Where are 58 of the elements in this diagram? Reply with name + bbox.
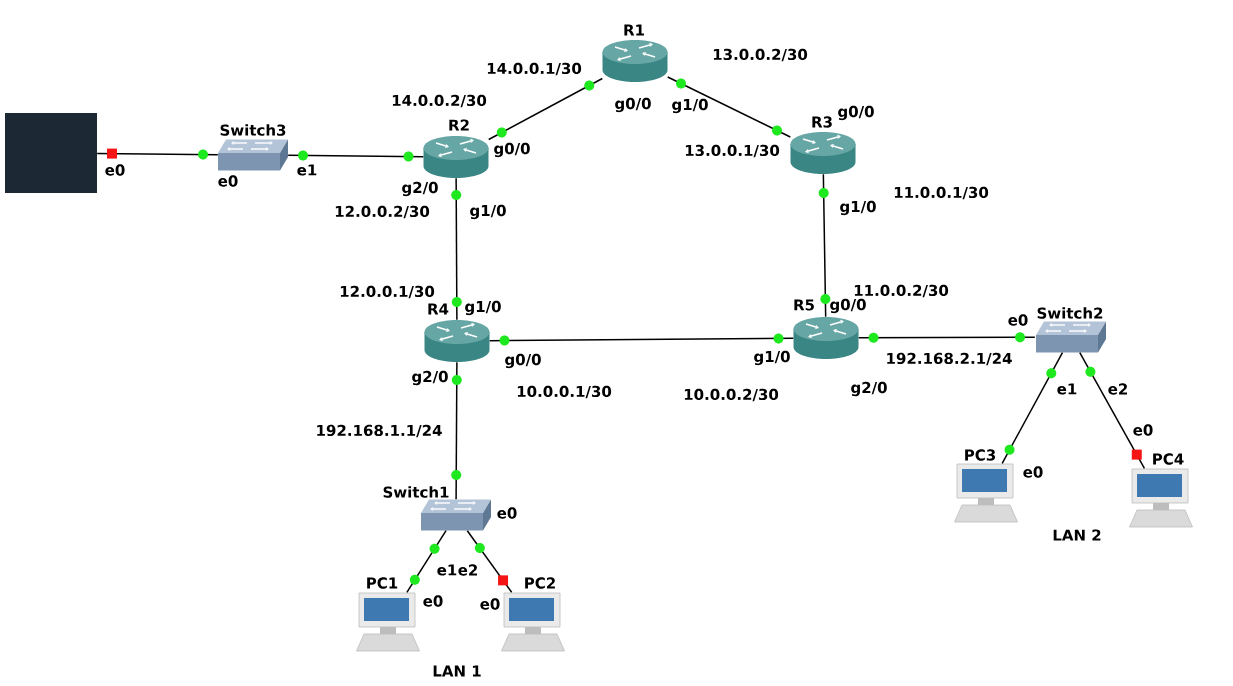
address-label: 12.0.0.2/30 — [335, 205, 430, 219]
address-label: 10.0.0.2/30 — [684, 388, 779, 402]
port-label: e0 — [497, 507, 517, 519]
port-label: e0 — [1008, 314, 1028, 326]
device-name: R5 — [794, 299, 814, 311]
device-name: Switch2 — [1037, 307, 1103, 319]
address-label: 11.0.0.1/30 — [894, 186, 989, 200]
address-label: 13.0.0.1/30 — [685, 144, 780, 158]
device-block — [5, 113, 97, 193]
port-label: g2/0 — [851, 381, 887, 397]
port-label: g0/0 — [615, 97, 651, 113]
link-line — [822, 173, 827, 318]
link-line — [488, 337, 795, 342]
port-label: e1 — [297, 164, 317, 176]
address-label: 192.168.1.1/24 — [317, 424, 442, 438]
link-line — [666, 76, 792, 138]
port-label: g1/0 — [754, 350, 790, 366]
device-name: PC2 — [525, 577, 555, 589]
link-line — [466, 529, 513, 594]
link-line — [1079, 351, 1146, 470]
port-label: e1 — [437, 564, 457, 576]
port-label: g1/0 — [840, 200, 876, 216]
device-name: R1 — [624, 24, 644, 36]
link-line — [487, 77, 604, 141]
link-line — [857, 336, 1036, 339]
address-label: 192.168.2.1/24 — [887, 352, 1012, 366]
link-line — [455, 361, 458, 501]
port-label: g1/0 — [465, 300, 501, 316]
port-label: g1/0 — [470, 204, 506, 220]
device-name: Switch1 — [383, 486, 449, 498]
device-name: R2 — [449, 119, 469, 131]
device-name: PC4 — [1153, 453, 1184, 465]
port-label: e0 — [1133, 424, 1153, 436]
port-label: g0/0 — [830, 298, 866, 314]
device-name: R3 — [812, 116, 832, 128]
link-line — [287, 154, 425, 158]
port-label: e0 — [105, 164, 125, 176]
port-label: g0/0 — [505, 353, 541, 369]
port-label: g1/0 — [672, 98, 708, 114]
network-label: LAN 1 — [433, 665, 481, 677]
device-name: PC3 — [965, 449, 996, 461]
network-label: LAN 2 — [1053, 529, 1101, 541]
port-label: g0/0 — [494, 142, 530, 158]
port-label: e2 — [1108, 383, 1127, 395]
port-label: g2/0 — [402, 181, 438, 197]
port-label: e1 — [1057, 383, 1077, 395]
address-label: 13.0.0.2/30 — [713, 48, 808, 62]
address-label: 10.0.0.1/30 — [517, 385, 612, 399]
port-label: e2 — [458, 564, 477, 576]
device-name: PC1 — [367, 577, 398, 589]
link-line — [96, 152, 219, 156]
port-label: g2/0 — [412, 370, 448, 386]
link-line — [406, 529, 447, 594]
link-line — [1001, 351, 1064, 465]
link-line — [455, 177, 458, 321]
device-name: R4 — [428, 303, 449, 315]
device-name: Switch3 — [220, 124, 286, 136]
port-label: e0 — [480, 598, 500, 610]
